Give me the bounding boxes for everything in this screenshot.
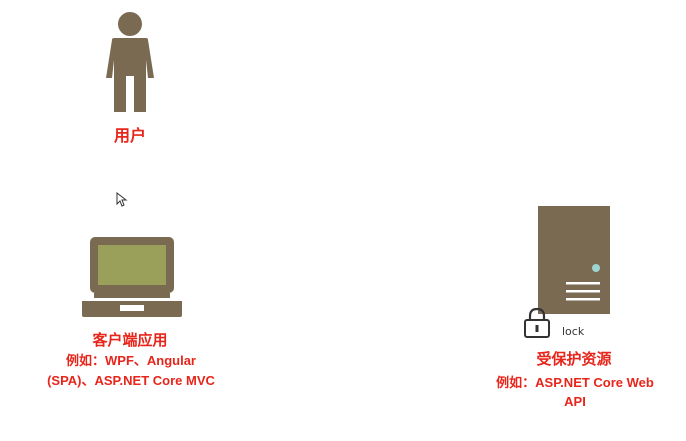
lock-icon [524,307,550,338]
mouse-cursor-icon [116,192,128,207]
protected-resource-example-line1: 例如：ASP.NET Core Web [496,375,654,390]
user-label: 用户 [113,128,146,145]
client-app-example-line1: 例如：WPF、Angular [66,353,196,368]
lock-label: lock [562,325,585,338]
protected-resource-example-line2: API [564,394,586,409]
client-app-example-line2: (SPA)、ASP.NET Core MVC [47,373,215,388]
client-app-title: 客户端应用 [92,332,168,349]
user-icon [106,12,154,112]
laptop-icon [82,237,182,317]
server-icon [538,206,610,314]
protected-resource-title: 受保护资源 [536,351,612,368]
